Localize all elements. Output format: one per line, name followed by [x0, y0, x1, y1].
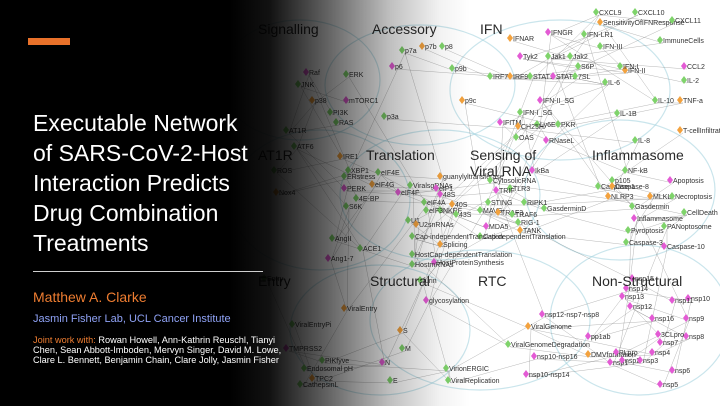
accent-bar — [28, 38, 70, 45]
collaborators-lead: Joint work with: — [33, 335, 96, 345]
collaborators: Joint work with: Rowan Howell, Ann-Kathr… — [33, 335, 293, 366]
title-divider — [33, 271, 263, 272]
title-line: Interaction Predicts — [33, 170, 230, 196]
title-line: Drug Combination — [33, 200, 219, 226]
presenter-name: Matthew A. Clarke — [33, 289, 147, 305]
title-line: Treatments — [33, 230, 149, 256]
slide-title: Executable Network of SARS-CoV-2-Host In… — [33, 108, 273, 258]
collaborators-list: Rowan Howell, Ann-Kathrin Reuschl, Tiany… — [33, 335, 282, 366]
title-line: Executable Network — [33, 110, 238, 136]
title-line: of SARS-CoV-2-Host — [33, 140, 248, 166]
affiliation: Jasmin Fisher Lab, UCL Cancer Institute — [33, 313, 231, 325]
